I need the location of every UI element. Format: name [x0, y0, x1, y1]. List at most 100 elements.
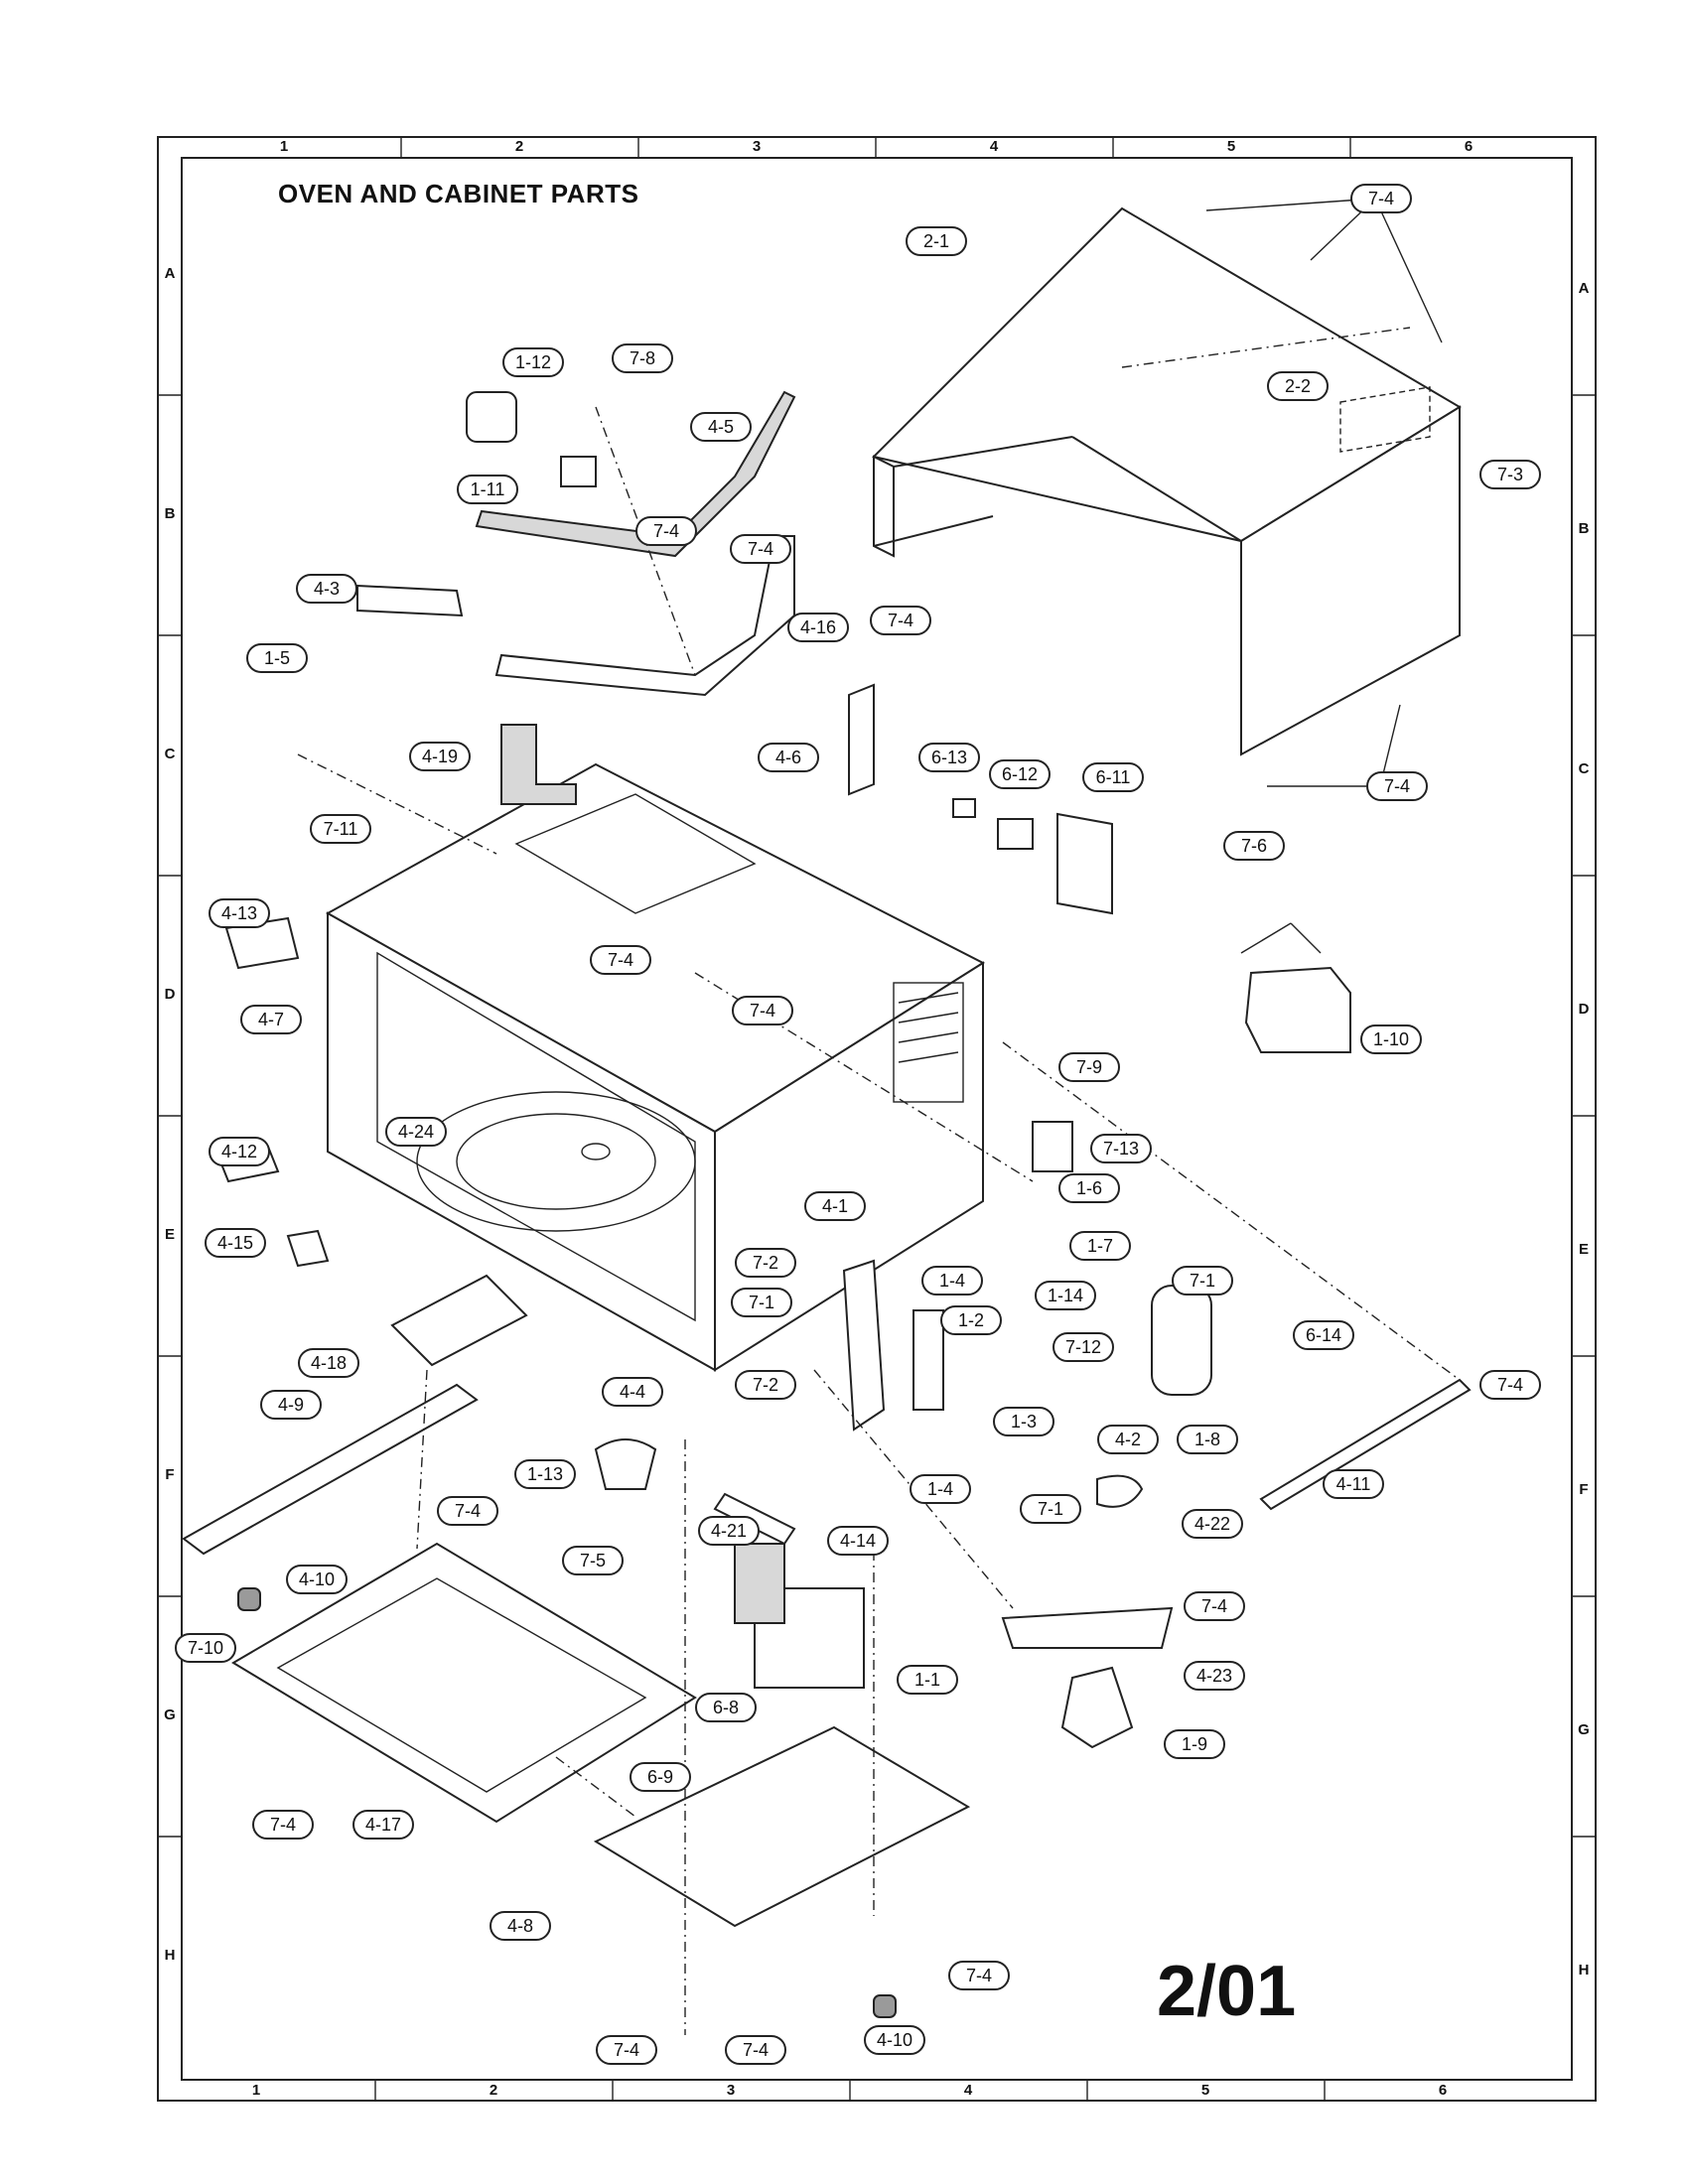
callout-7-4-bottom-left: 7-4 [252, 1810, 314, 1840]
grid-row-right-C: C [1578, 760, 1590, 777]
callout-1-10: 1-10 [1360, 1024, 1422, 1054]
grid-column-bottom-2: 2 [489, 2082, 498, 2099]
grid-column-top-1: 1 [279, 138, 289, 155]
grid-row-right-E: E [1578, 1241, 1589, 1258]
callout-7-1-mid: 7-1 [731, 1288, 792, 1317]
callout-7-4-base-mid: 7-4 [725, 2035, 786, 2065]
callout-4-10-lower: 4-10 [864, 2025, 925, 2055]
callout-7-13: 7-13 [1090, 1134, 1152, 1163]
callout-4-19: 4-19 [409, 742, 471, 771]
callout-1-11: 1-11 [457, 475, 518, 504]
callout-7-12: 7-12 [1052, 1332, 1114, 1362]
callout-4-15: 4-15 [205, 1228, 266, 1258]
grid-row-right-G: G [1578, 1721, 1590, 1738]
callout-7-4-base-right: 7-4 [948, 1961, 1010, 1990]
callout-7-4-vent: 7-4 [635, 516, 697, 546]
drawing-border-inner [181, 157, 1573, 2081]
callout-4-2: 4-2 [1097, 1425, 1159, 1454]
grid-row-left-F: F [165, 1466, 175, 1483]
callout-4-7: 4-7 [240, 1005, 302, 1034]
grid-column-bottom-3: 3 [726, 2082, 736, 2099]
callout-7-4-rail-left: 7-4 [437, 1496, 498, 1526]
callout-6-13: 6-13 [918, 743, 980, 772]
grid-column-top-2: 2 [514, 138, 524, 155]
callout-6-8: 6-8 [695, 1693, 757, 1722]
grid-row-left-A: A [164, 265, 176, 282]
grid-row-left-E: E [164, 1226, 175, 1243]
callout-4-22: 4-22 [1182, 1509, 1243, 1539]
callout-7-11: 7-11 [310, 814, 371, 844]
grid-row-right-F: F [1579, 1481, 1589, 1498]
callout-4-8: 4-8 [490, 1911, 551, 1941]
callout-7-4-duct: 7-4 [730, 534, 791, 564]
callout-4-23: 4-23 [1184, 1661, 1245, 1691]
callout-6-9: 6-9 [630, 1762, 691, 1792]
grid-column-bottom-4: 4 [963, 2082, 973, 2099]
callout-7-4-cavity-top: 7-4 [590, 945, 651, 975]
callout-1-6: 1-6 [1058, 1173, 1120, 1203]
callout-7-1-upper: 7-1 [1172, 1266, 1233, 1296]
callout-4-10-upper: 4-10 [286, 1565, 348, 1594]
grid-row-right-H: H [1578, 1962, 1590, 1979]
callout-1-14: 1-14 [1035, 1281, 1096, 1310]
callout-7-4-cabinet: 7-4 [1366, 771, 1428, 801]
grid-row-right-B: B [1578, 520, 1590, 537]
callout-1-4-upper: 1-4 [921, 1266, 983, 1296]
grid-row-left-D: D [164, 986, 176, 1003]
electrical-components [466, 391, 1472, 1749]
callout-7-4-top: 7-4 [1350, 184, 1412, 213]
callout-7-6: 7-6 [1223, 831, 1285, 861]
callout-1-2: 1-2 [940, 1305, 1002, 1335]
grid-column-top-4: 4 [989, 138, 999, 155]
grid-ticks [157, 136, 1597, 2102]
drawing-border-outer [157, 136, 1597, 2102]
grid-column-top-6: 6 [1464, 138, 1474, 155]
callout-4-4: 4-4 [602, 1377, 663, 1407]
callout-7-1-fan: 7-1 [1020, 1494, 1081, 1524]
callout-1-9: 1-9 [1164, 1729, 1225, 1759]
callout-7-2-upper: 7-2 [735, 1248, 796, 1278]
callout-4-17: 4-17 [352, 1810, 414, 1840]
callout-1-7: 1-7 [1069, 1231, 1131, 1261]
callout-4-12: 4-12 [209, 1137, 270, 1166]
outer-cabinet [872, 206, 1462, 756]
callout-4-9: 4-9 [260, 1390, 322, 1420]
top-duct-parts [356, 390, 1113, 915]
callout-7-3: 7-3 [1479, 460, 1541, 489]
callout-4-11: 4-11 [1323, 1469, 1384, 1499]
grid-row-right-D: D [1578, 1001, 1590, 1018]
base-plates [182, 1274, 971, 1928]
grid-row-right-A: A [1578, 280, 1590, 297]
callout-4-13: 4-13 [209, 898, 270, 928]
grid-row-left-G: G [164, 1706, 176, 1723]
callout-7-4-right-rail: 7-4 [1479, 1370, 1541, 1400]
callout-4-3: 4-3 [296, 574, 357, 604]
callout-7-4-bracket: 7-4 [870, 606, 931, 635]
callout-4-1: 4-1 [804, 1191, 866, 1221]
grid-column-bottom-6: 6 [1438, 2082, 1448, 2099]
callout-1-3: 1-3 [993, 1407, 1054, 1436]
callout-7-4-base-left: 7-4 [596, 2035, 657, 2065]
callout-6-11: 6-11 [1082, 762, 1144, 792]
callout-6-12: 6-12 [989, 759, 1051, 789]
callout-7-5: 7-5 [562, 1546, 624, 1575]
callout-1-4-lower: 1-4 [910, 1474, 971, 1504]
callout-4-18: 4-18 [298, 1348, 359, 1378]
callout-7-10: 7-10 [175, 1633, 236, 1663]
callout-7-2-lower: 7-2 [735, 1370, 796, 1400]
callout-7-4-fan-motor: 7-4 [1184, 1591, 1245, 1621]
callout-7-4-cavity-mid: 7-4 [732, 996, 793, 1025]
oven-cavity [325, 762, 986, 1372]
callout-4-24: 4-24 [385, 1117, 447, 1147]
grid-column-top-5: 5 [1226, 138, 1236, 155]
callout-1-8: 1-8 [1177, 1425, 1238, 1454]
grid-row-left-H: H [164, 1947, 176, 1964]
callout-2-2: 2-2 [1267, 371, 1329, 401]
callout-7-9: 7-9 [1058, 1052, 1120, 1082]
callout-2-1: 2-1 [906, 226, 967, 256]
grid-column-top-3: 3 [752, 138, 762, 155]
grid-row-left-C: C [164, 746, 176, 762]
callout-4-21: 4-21 [698, 1516, 760, 1546]
